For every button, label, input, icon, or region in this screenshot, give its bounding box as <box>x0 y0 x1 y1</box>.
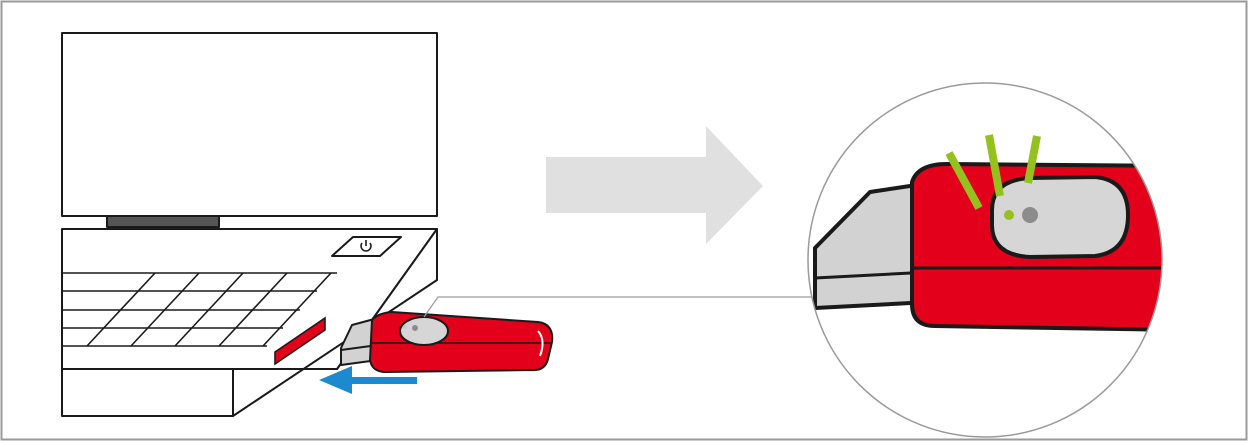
usb-led-halo <box>403 325 407 329</box>
usb-button <box>399 316 449 346</box>
zoom-led-green <box>1004 210 1014 220</box>
led-ray-right <box>1024 135 1041 184</box>
led-ray-middle <box>985 134 1004 197</box>
led-ray-left <box>945 151 983 210</box>
magnifier-detail <box>813 161 1162 332</box>
power-icon <box>360 240 372 252</box>
laptop-base-front <box>61 368 234 417</box>
laptop-icon <box>61 32 438 417</box>
usb-body <box>369 311 554 373</box>
power-button <box>331 236 402 257</box>
usb-port-slot <box>274 316 326 366</box>
arrow-left-icon <box>319 366 417 394</box>
keyboard-grid <box>62 272 337 347</box>
zoom-usb-button <box>990 175 1130 259</box>
zoom-circle-border <box>807 82 1163 438</box>
callout-line <box>423 296 822 318</box>
laptop-hinge <box>106 215 220 228</box>
laptop-screen <box>61 32 438 217</box>
usb-security-key-icon <box>340 311 554 373</box>
usb-led-dot <box>412 325 418 331</box>
led-blink-icon <box>945 134 1041 223</box>
zoom-led-dot <box>1022 207 1038 223</box>
arrow-right-icon <box>546 126 763 244</box>
